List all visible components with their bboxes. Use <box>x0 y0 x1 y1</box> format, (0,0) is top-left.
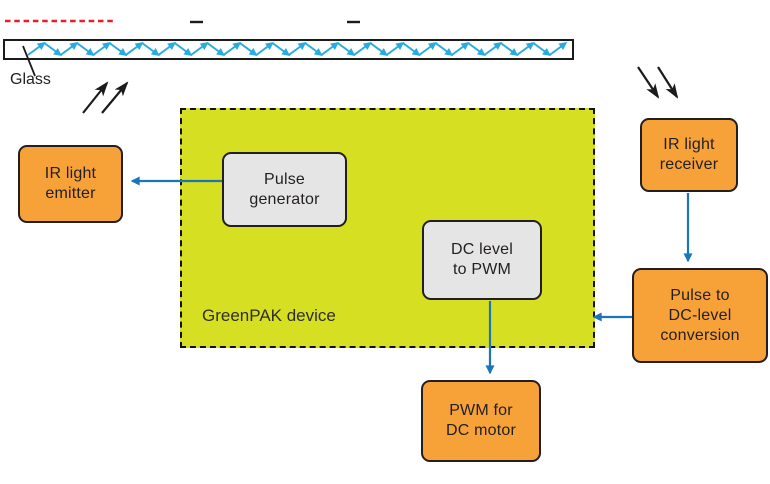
box-label-line: emitter <box>45 185 96 202</box>
box-label-line: conversion <box>660 326 740 344</box>
glass-bar <box>3 39 574 60</box>
dc-level-to-pwm-box: DC level to PWM <box>422 220 542 300</box>
pwm-for-dc-motor-box: PWM for DC motor <box>421 380 541 462</box>
ir-received-beam-arrows <box>637 66 679 99</box>
pulse-to-dc-level-conversion-box: Pulse to DC-level conversion <box>632 268 768 363</box>
box-label-line: IR light <box>663 136 715 153</box>
box-label-line: Pulse to <box>670 286 730 304</box>
box-label-line: DC level <box>450 241 514 258</box>
ir-emitted-beam-arrows <box>82 81 129 114</box>
ir-light-receiver-box: IR light receiver <box>640 118 738 192</box>
box-label-line: receiver <box>659 156 719 173</box>
glass-label: Glass <box>10 71 51 88</box>
box-label-line: to PWM <box>452 261 512 278</box>
greenpak-device-label: GreenPAK device <box>202 306 336 325</box>
ir-light-emitter-box: IR light emitter <box>18 145 123 223</box>
box-label-line: DC-level <box>668 306 732 324</box>
pulse-generator-box: Pulse generator <box>222 152 347 227</box>
box-label-line: PWM for <box>449 402 513 419</box>
box-label-line: generator <box>249 190 320 208</box>
box-label-line: DC motor <box>445 422 517 439</box>
box-label-line: IR light <box>44 165 97 182</box>
box-label-line: Pulse <box>263 170 306 188</box>
